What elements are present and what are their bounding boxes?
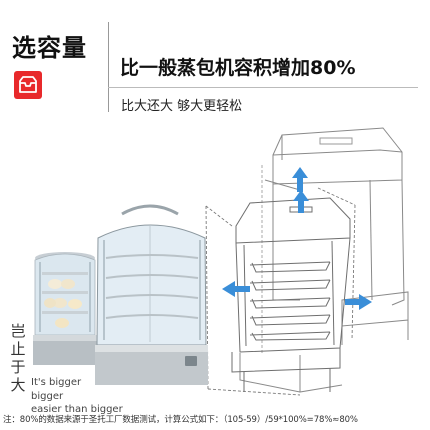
large-cabinet-outline bbox=[239, 127, 409, 393]
divider-horizontal bbox=[108, 87, 418, 88]
slogan-char: 于 bbox=[10, 358, 26, 376]
capacity-subline: 比大还大 够大更轻松 bbox=[121, 99, 243, 114]
slogan-char: 大 bbox=[10, 376, 26, 394]
arrow-left bbox=[222, 281, 250, 297]
vertical-slogan: 岂 止 于 大 bbox=[8, 322, 28, 394]
section-title: 选容量 bbox=[12, 34, 87, 62]
arrow-up-middle bbox=[293, 190, 309, 213]
tray-icon bbox=[14, 71, 42, 99]
divider-vertical bbox=[108, 22, 109, 112]
arrow-up-top bbox=[292, 167, 308, 192]
tray-icon-glyph bbox=[19, 76, 37, 93]
arrow-right bbox=[345, 294, 372, 310]
small-steamer-photo bbox=[33, 252, 97, 365]
capacity-headline: 比一般蒸包机容积增加80% bbox=[120, 57, 356, 79]
slogan-char: 止 bbox=[10, 340, 26, 358]
english-slogan-line3: easier than bigger bbox=[31, 404, 123, 415]
english-slogan-line2: bigger bbox=[31, 391, 64, 402]
slogan-char: 岂 bbox=[10, 322, 26, 340]
expansion-arrows bbox=[222, 167, 372, 310]
english-slogan-line1: It's bigger bbox=[31, 377, 82, 388]
tall-steamer-photo bbox=[95, 204, 208, 385]
footnote: 注：80%的数据来源于圣托工厂数据测试，计算公式如下：（105-59）/59*1… bbox=[3, 415, 358, 425]
small-cabinet-outline bbox=[231, 197, 351, 392]
